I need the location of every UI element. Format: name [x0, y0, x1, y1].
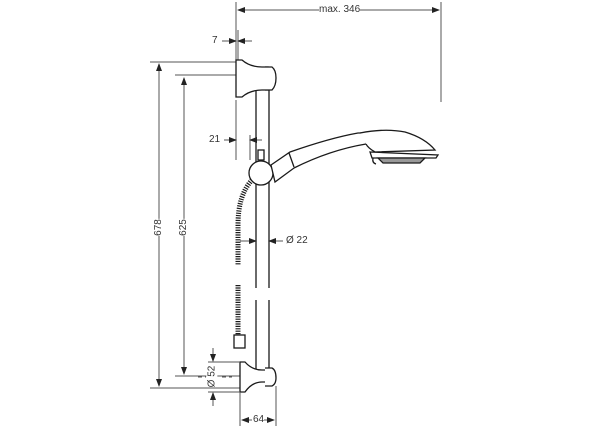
label-bracket-diameter: Ø 52 [206, 365, 218, 388]
label-bracket-spacing: 625 [177, 219, 189, 236]
label-overall-height: 678 [152, 219, 164, 236]
shower-hose [233, 178, 254, 349]
dimension-bracket-projection [239, 386, 277, 426]
hand-shower [270, 129, 440, 184]
dimension-bracket-depth [222, 30, 252, 60]
dimension-bracket-diameter [198, 348, 240, 406]
top-wall-bracket [235, 59, 277, 98]
label-max-reach: max. 346 [319, 4, 361, 15]
dimension-rail-offset [224, 100, 262, 160]
slide-rail [255, 90, 270, 372]
label-rail-diameter: Ø 22 [286, 235, 308, 246]
label-bracket-projection: 64 [253, 414, 265, 425]
label-rail-offset: 21 [209, 134, 221, 145]
label-bracket-depth: 7 [212, 35, 218, 46]
bottom-wall-bracket [239, 361, 277, 393]
